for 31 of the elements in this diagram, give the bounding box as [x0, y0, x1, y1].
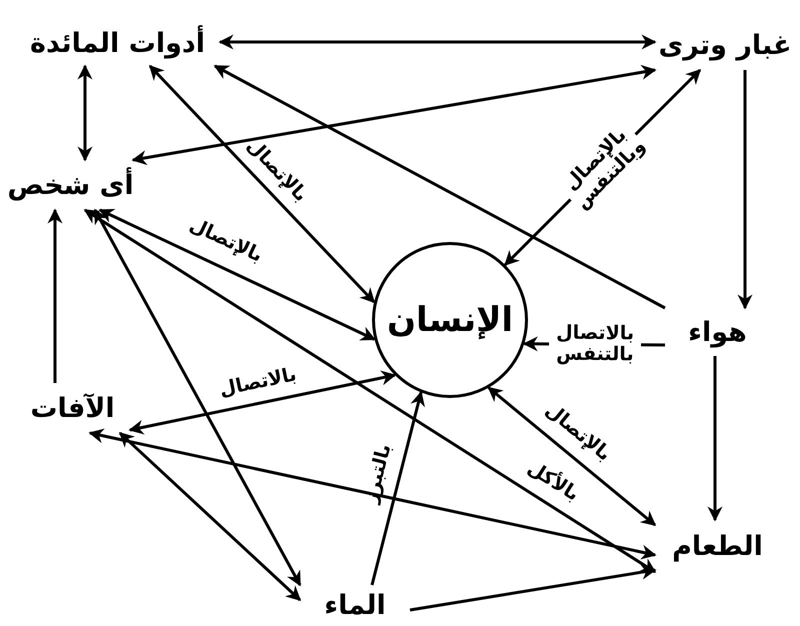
edge-label: بالتبرز — [360, 442, 395, 506]
arrow — [118, 432, 302, 602]
circle-node — [372, 242, 528, 398]
edge-label: بالإتصال — [186, 214, 266, 267]
edge-label: بالإتصال — [242, 134, 311, 206]
arrow — [410, 564, 656, 612]
arrow — [218, 34, 656, 50]
node-text: الإنسان — [386, 300, 514, 340]
arrow — [88, 428, 656, 560]
node-label: الطعام — [655, 520, 780, 572]
node-label: الآفات — [15, 383, 130, 433]
arrow — [488, 386, 656, 526]
node-label: الماء — [300, 585, 410, 625]
arrow — [98, 208, 376, 341]
arrow — [132, 64, 656, 166]
edge-label: بالاتصال — [218, 364, 299, 402]
arrow — [128, 370, 396, 435]
arrow — [214, 64, 666, 310]
arrow — [148, 64, 376, 304]
arrow — [708, 356, 722, 522]
arrow — [94, 208, 302, 586]
node-label: غبار وترى — [655, 20, 795, 70]
arrow — [84, 208, 656, 574]
node-label: أدوات المائدة — [15, 20, 220, 66]
node-label: أى شخص — [8, 160, 133, 210]
arrow — [738, 70, 752, 310]
edge-label: بالاتصال بالتنفس — [548, 322, 641, 367]
arrow — [370, 390, 425, 586]
arrow — [78, 64, 92, 162]
arrow — [48, 208, 62, 383]
node-label: هواء — [665, 308, 770, 356]
